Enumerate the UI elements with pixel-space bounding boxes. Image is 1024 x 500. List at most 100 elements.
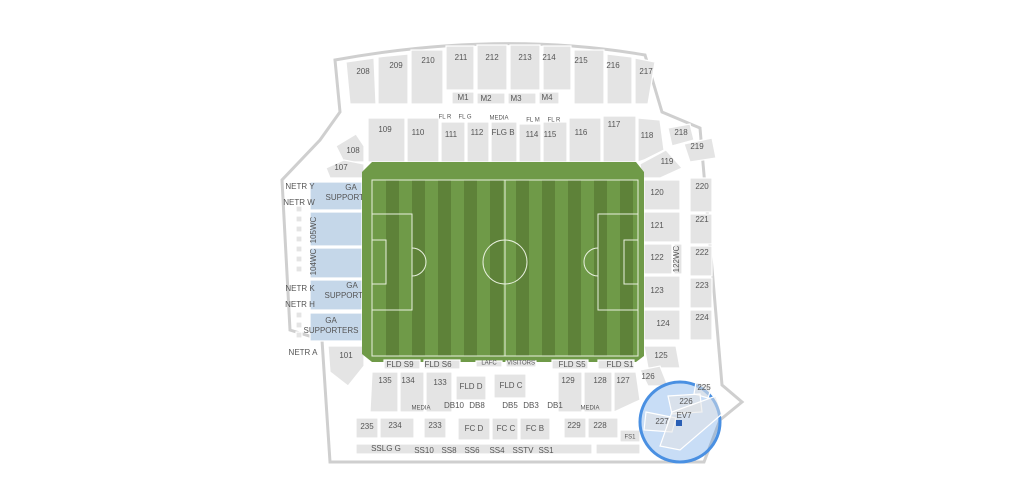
ga-supporters-middle[interactable] [309, 279, 363, 311]
penalty-arc-left [411, 247, 427, 277]
section-122[interactable] [643, 243, 673, 275]
section-118[interactable] [637, 117, 665, 163]
section-223[interactable] [689, 277, 713, 309]
section-221[interactable] [689, 213, 713, 245]
section-129[interactable] [557, 371, 583, 413]
penalty-arc-right [583, 247, 599, 277]
section-108[interactable] [335, 133, 365, 163]
netr-stair-8 [295, 311, 303, 319]
section-m1[interactable] [451, 91, 475, 105]
section-126[interactable] [639, 365, 669, 387]
section-229[interactable] [563, 417, 587, 439]
stripe-2 [412, 180, 425, 356]
section-123[interactable] [643, 275, 681, 309]
section-234[interactable] [379, 417, 415, 439]
stripe-5 [490, 180, 503, 356]
soccer-pitch [362, 162, 644, 362]
lafc-bench [475, 360, 503, 368]
section-125[interactable] [643, 345, 681, 369]
section-114[interactable] [518, 123, 542, 163]
section-m3[interactable] [507, 92, 537, 105]
goal-box-left [371, 239, 387, 285]
section-210[interactable] [410, 49, 444, 105]
section-212[interactable] [476, 44, 508, 91]
stripe-6 [516, 180, 529, 356]
section-122wc[interactable] [673, 243, 683, 275]
section-220[interactable] [689, 177, 713, 213]
south-suites-row[interactable] [355, 443, 593, 455]
section-fc-c[interactable] [491, 417, 519, 441]
section-219[interactable] [683, 137, 717, 163]
section-104wc[interactable] [309, 247, 363, 279]
section-215[interactable] [573, 49, 605, 105]
section-208[interactable] [345, 57, 377, 105]
section-fs1[interactable] [619, 429, 641, 443]
section-110[interactable] [406, 117, 440, 163]
netr-stair-5 [295, 245, 303, 253]
section-m4[interactable] [538, 91, 560, 105]
section-124[interactable] [643, 309, 681, 341]
section-213[interactable] [509, 44, 541, 91]
east-end-sections: 120 121 122 122WC 123 124 125 126 220 22… [639, 177, 713, 387]
netr-stair-10 [295, 331, 303, 339]
section-235[interactable] [355, 417, 379, 439]
section-133[interactable] [425, 371, 453, 413]
section-127[interactable] [613, 371, 641, 413]
section-217[interactable] [634, 57, 656, 105]
section-112[interactable] [466, 121, 490, 163]
ev7-area[interactable] [659, 395, 723, 451]
netr-stair-3 [295, 225, 303, 233]
section-222[interactable] [689, 245, 713, 277]
section-134[interactable] [399, 371, 425, 413]
netr-stair-6 [295, 255, 303, 263]
stripe-8 [568, 180, 581, 356]
fld-s5-box[interactable] [551, 359, 589, 370]
section-fld-d[interactable] [455, 375, 487, 401]
section-111[interactable] [440, 121, 466, 163]
section-135[interactable] [369, 371, 399, 413]
stripe-3 [438, 180, 451, 356]
ga-supporters-lower[interactable] [309, 312, 363, 342]
section-209[interactable] [377, 53, 409, 105]
highlight-zone[interactable]: 225 226 227 EV7 [638, 380, 723, 464]
netr-stair-2 [295, 215, 303, 223]
section-117[interactable] [602, 115, 637, 163]
section-228[interactable] [587, 417, 619, 439]
fld-s6-box[interactable] [423, 359, 461, 370]
fld-s1-box[interactable] [597, 359, 635, 370]
section-flgb[interactable] [490, 121, 518, 163]
section-216[interactable] [606, 53, 633, 105]
section-214[interactable] [542, 45, 572, 91]
stripe-10 [620, 180, 633, 356]
section-fc-d[interactable] [457, 417, 491, 441]
pitch-stripes [386, 180, 633, 356]
stripe-4 [464, 180, 477, 356]
section-224[interactable] [689, 309, 713, 341]
section-233[interactable] [423, 417, 447, 439]
section-101[interactable] [327, 345, 365, 387]
section-121[interactable] [643, 211, 681, 243]
stripe-7 [542, 180, 555, 356]
section-211[interactable] [445, 45, 475, 91]
ev7-marker[interactable] [676, 420, 682, 426]
south-suites-row-east[interactable] [595, 443, 641, 455]
section-115[interactable] [542, 121, 568, 163]
stripe-9 [594, 180, 607, 356]
fld-s9-box[interactable] [383, 359, 421, 370]
netr-a-label: NETR A [289, 348, 319, 357]
section-218[interactable] [667, 123, 695, 147]
center-circle [482, 239, 528, 285]
section-128[interactable] [583, 371, 613, 413]
section-fc-b[interactable] [519, 417, 551, 441]
pitch-lines [371, 179, 639, 357]
section-m2[interactable] [476, 92, 506, 105]
section-116[interactable] [568, 117, 602, 163]
netr-stair-4 [295, 235, 303, 243]
ga-supporters-upper[interactable] [309, 181, 363, 211]
section-120[interactable] [643, 179, 681, 211]
section-109[interactable] [367, 117, 406, 163]
section-105wc[interactable] [309, 211, 363, 247]
section-fld-c[interactable] [493, 373, 527, 399]
